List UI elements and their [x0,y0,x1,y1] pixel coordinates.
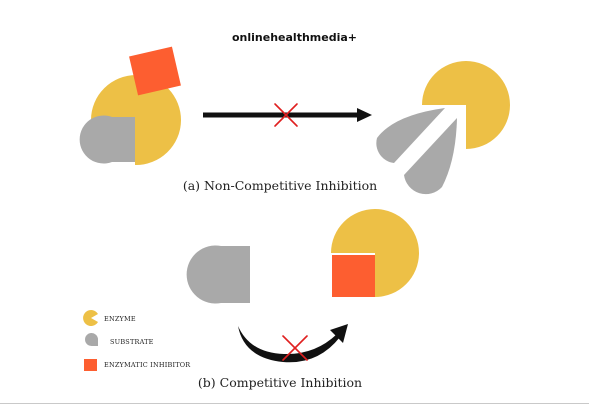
caption-competitive: (b) Competitive Inhibition [197,375,363,390]
caption-noncompetitive: (a) Non-Competitive Inhibition [182,178,378,193]
enzyme-right-b [331,209,419,297]
blocked-mark-a [274,103,298,127]
competitive-curved-arrow [238,324,348,363]
substrate-piece-lower [404,118,457,195]
enzyme-right-a [422,61,510,149]
enzyme-left-a [91,75,181,166]
bottom-divider [0,403,589,404]
legend-inhibitor-icon [84,359,97,371]
substrate-free-b [186,245,250,304]
noncompetitive-complex [79,46,181,166]
legend-enzyme-icon [83,310,98,327]
legend-label-enzyme: ENZYME [104,315,136,323]
legend-markers [83,310,98,371]
substrate-split-a [376,108,457,195]
competitive-complex [331,209,419,297]
brand-logo-text: onlinehealthmedia+ [231,31,357,44]
enzyme-separated-a [422,61,510,149]
legend-label-inhibitor: ENZYMATIC INHIBITOR [104,361,191,369]
substrate-piece-upper [376,108,445,163]
inhibitor-right-b [332,255,375,297]
noncompetitive-arrow [203,108,372,122]
blocked-mark-b [282,335,308,361]
legend-substrate-icon [85,333,98,347]
substrate-left-a [79,115,135,164]
inhibitor-left-a [129,46,181,96]
legend-label-substrate: SUBSTRATE [110,338,154,346]
